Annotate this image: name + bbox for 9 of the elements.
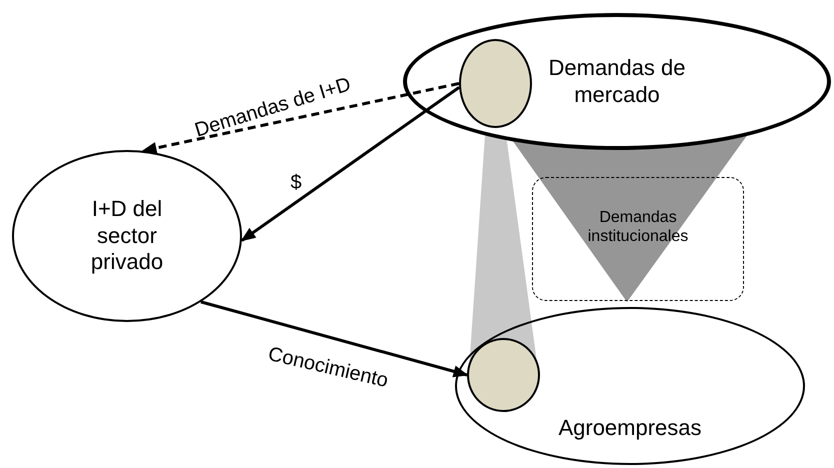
arrow xyxy=(200,300,468,378)
node-label: Agroempresas xyxy=(558,414,702,441)
arrow xyxy=(240,86,460,242)
edge-label: $ xyxy=(290,172,302,194)
ellipse-node xyxy=(455,307,805,465)
node-label: I+D del sector privado xyxy=(90,196,164,276)
node-label: Demandas de mercado xyxy=(548,55,686,108)
dashed-rounded-box xyxy=(532,177,744,301)
arrow xyxy=(142,82,460,154)
